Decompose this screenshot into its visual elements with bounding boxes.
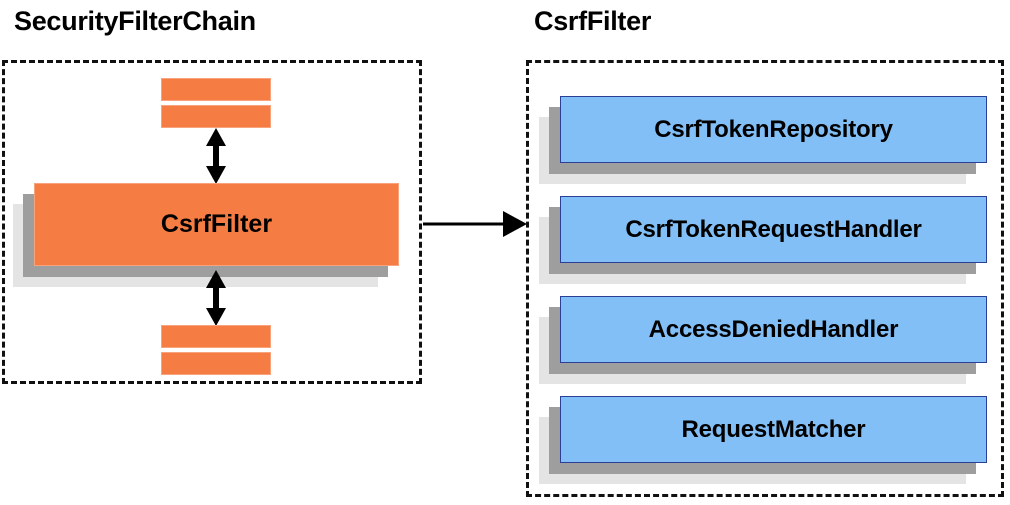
double-arrow-top-icon (206, 128, 226, 184)
filter-stub-bar-bottom-2 (161, 352, 271, 375)
csrf-token-request-handler-box[interactable]: CsrfTokenRequestHandler (539, 196, 987, 284)
left-panel-title: SecurityFilterChain (14, 6, 256, 36)
filter-stub-bar-top-1 (161, 78, 271, 101)
request-matcher-label: RequestMatcher (560, 396, 987, 463)
filter-stub-bar-top-2 (161, 105, 271, 128)
expand-arrow-icon (423, 211, 527, 237)
csrf-token-repository-box[interactable]: CsrfTokenRepository (539, 96, 987, 184)
csrf-token-request-handler-label: CsrfTokenRequestHandler (560, 196, 987, 263)
security-filter-chain-panel (2, 60, 422, 384)
right-panel-title: CsrfFilter (534, 6, 652, 36)
access-denied-handler-label: AccessDeniedHandler (560, 296, 987, 363)
filter-stub-bar-bottom-1 (161, 325, 271, 348)
access-denied-handler-box[interactable]: AccessDeniedHandler (539, 296, 987, 384)
csrf-token-repository-label: CsrfTokenRepository (560, 96, 987, 163)
double-arrow-bottom-icon (206, 270, 226, 326)
request-matcher-box[interactable]: RequestMatcher (539, 396, 987, 484)
csrf-filter-box[interactable]: CsrfFilter (13, 183, 399, 287)
csrf-filter-detail-panel (526, 60, 1004, 497)
csrf-filter-box-label: CsrfFilter (34, 183, 399, 266)
